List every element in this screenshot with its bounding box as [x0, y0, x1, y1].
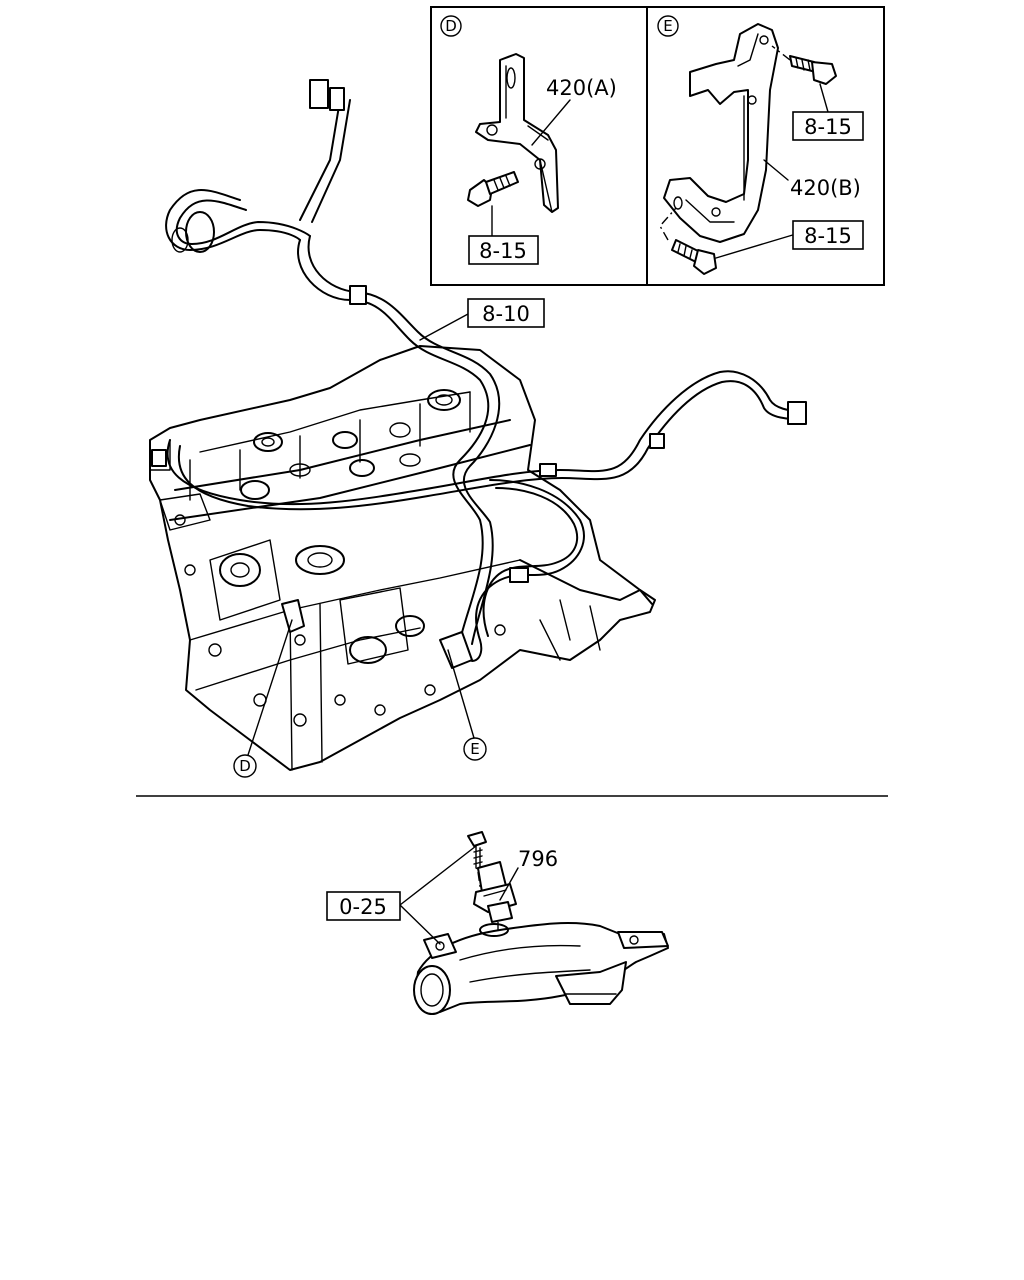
bolt-8-15-e-bottom: [671, 239, 717, 275]
bolt-hole: [486, 124, 498, 136]
ref-8-15-d: 8-15: [479, 239, 527, 263]
bolt-8-15-e-top: [789, 55, 837, 85]
bracket-420a: [475, 53, 559, 213]
label-796: 796: [518, 847, 558, 871]
leader-0-25-screw: [399, 845, 477, 906]
label-420b: 420(B): [790, 176, 861, 200]
bolt-hole: [673, 196, 683, 210]
ref-box-8-10: [467, 298, 545, 328]
bolt-hole: [759, 35, 769, 45]
ref-0-25: 0-25: [339, 895, 387, 919]
clip: [349, 285, 367, 305]
clip: [539, 463, 557, 477]
callout-e: E: [470, 740, 479, 758]
leader-e: [447, 649, 475, 739]
callout-d-circle: [233, 754, 257, 778]
callout-d: D: [239, 757, 251, 775]
connector: [787, 401, 807, 425]
callout-e-circle: [463, 737, 487, 761]
detail-panel-e: E 8-15 420(B): [657, 15, 864, 275]
connector: [329, 87, 345, 111]
panel-d-marker: D: [445, 17, 457, 35]
mount-boss: [423, 933, 457, 959]
pipe-inlet: [413, 965, 451, 1015]
ref-8-10: 8-10: [482, 302, 530, 326]
engine-assembly: 8-10 D E: [149, 79, 807, 778]
mount-tab: [617, 931, 669, 949]
bolt-hole: [747, 95, 757, 105]
bracket-420b: [663, 23, 779, 243]
panel-e-marker: E: [663, 17, 672, 35]
clip: [509, 567, 529, 583]
leader-420a: [531, 99, 571, 146]
panel-d-marker-circle: [440, 15, 462, 37]
bracket-420a-installed: [281, 599, 305, 633]
temperature-sensor-796: [473, 861, 517, 923]
connector: [309, 79, 329, 109]
leader-796: [499, 867, 519, 901]
detail-panel-d: D 420(A) 8-15: [440, 15, 617, 265]
ref-8-15-e-top: 8-15: [804, 115, 852, 139]
ref-box-0-25: [326, 891, 401, 921]
bolt-8-15-d: [467, 171, 519, 207]
wiring-harness: [151, 79, 807, 662]
ref-8-15-e-bottom: 8-15: [804, 224, 852, 248]
clip: [649, 433, 665, 449]
leader-8-10: [419, 313, 469, 341]
slot-hole: [506, 67, 516, 89]
clip: [151, 449, 167, 467]
ref-box-8-15-e-bottom: [792, 220, 864, 250]
leader-420b: [763, 159, 789, 181]
panel-e-marker-circle: [657, 15, 679, 37]
label-420a: 420(A): [546, 76, 617, 100]
leader-0-25-boss: [399, 904, 441, 945]
bolt-hole: [534, 158, 546, 170]
ref-box-8-15-e-top: [792, 111, 864, 141]
cylinder-head-bosses: [174, 389, 506, 727]
detail-frame: [430, 6, 885, 286]
ref-box-8-15-d: [468, 235, 539, 265]
bolt-hole: [711, 207, 721, 217]
detail-panels: D 420(A) 8-15 E: [430, 6, 885, 286]
bracket-420b-installed: [439, 631, 473, 669]
leader-d: [247, 619, 293, 756]
water-outlet-assembly: 796 0-25: [326, 831, 669, 1015]
